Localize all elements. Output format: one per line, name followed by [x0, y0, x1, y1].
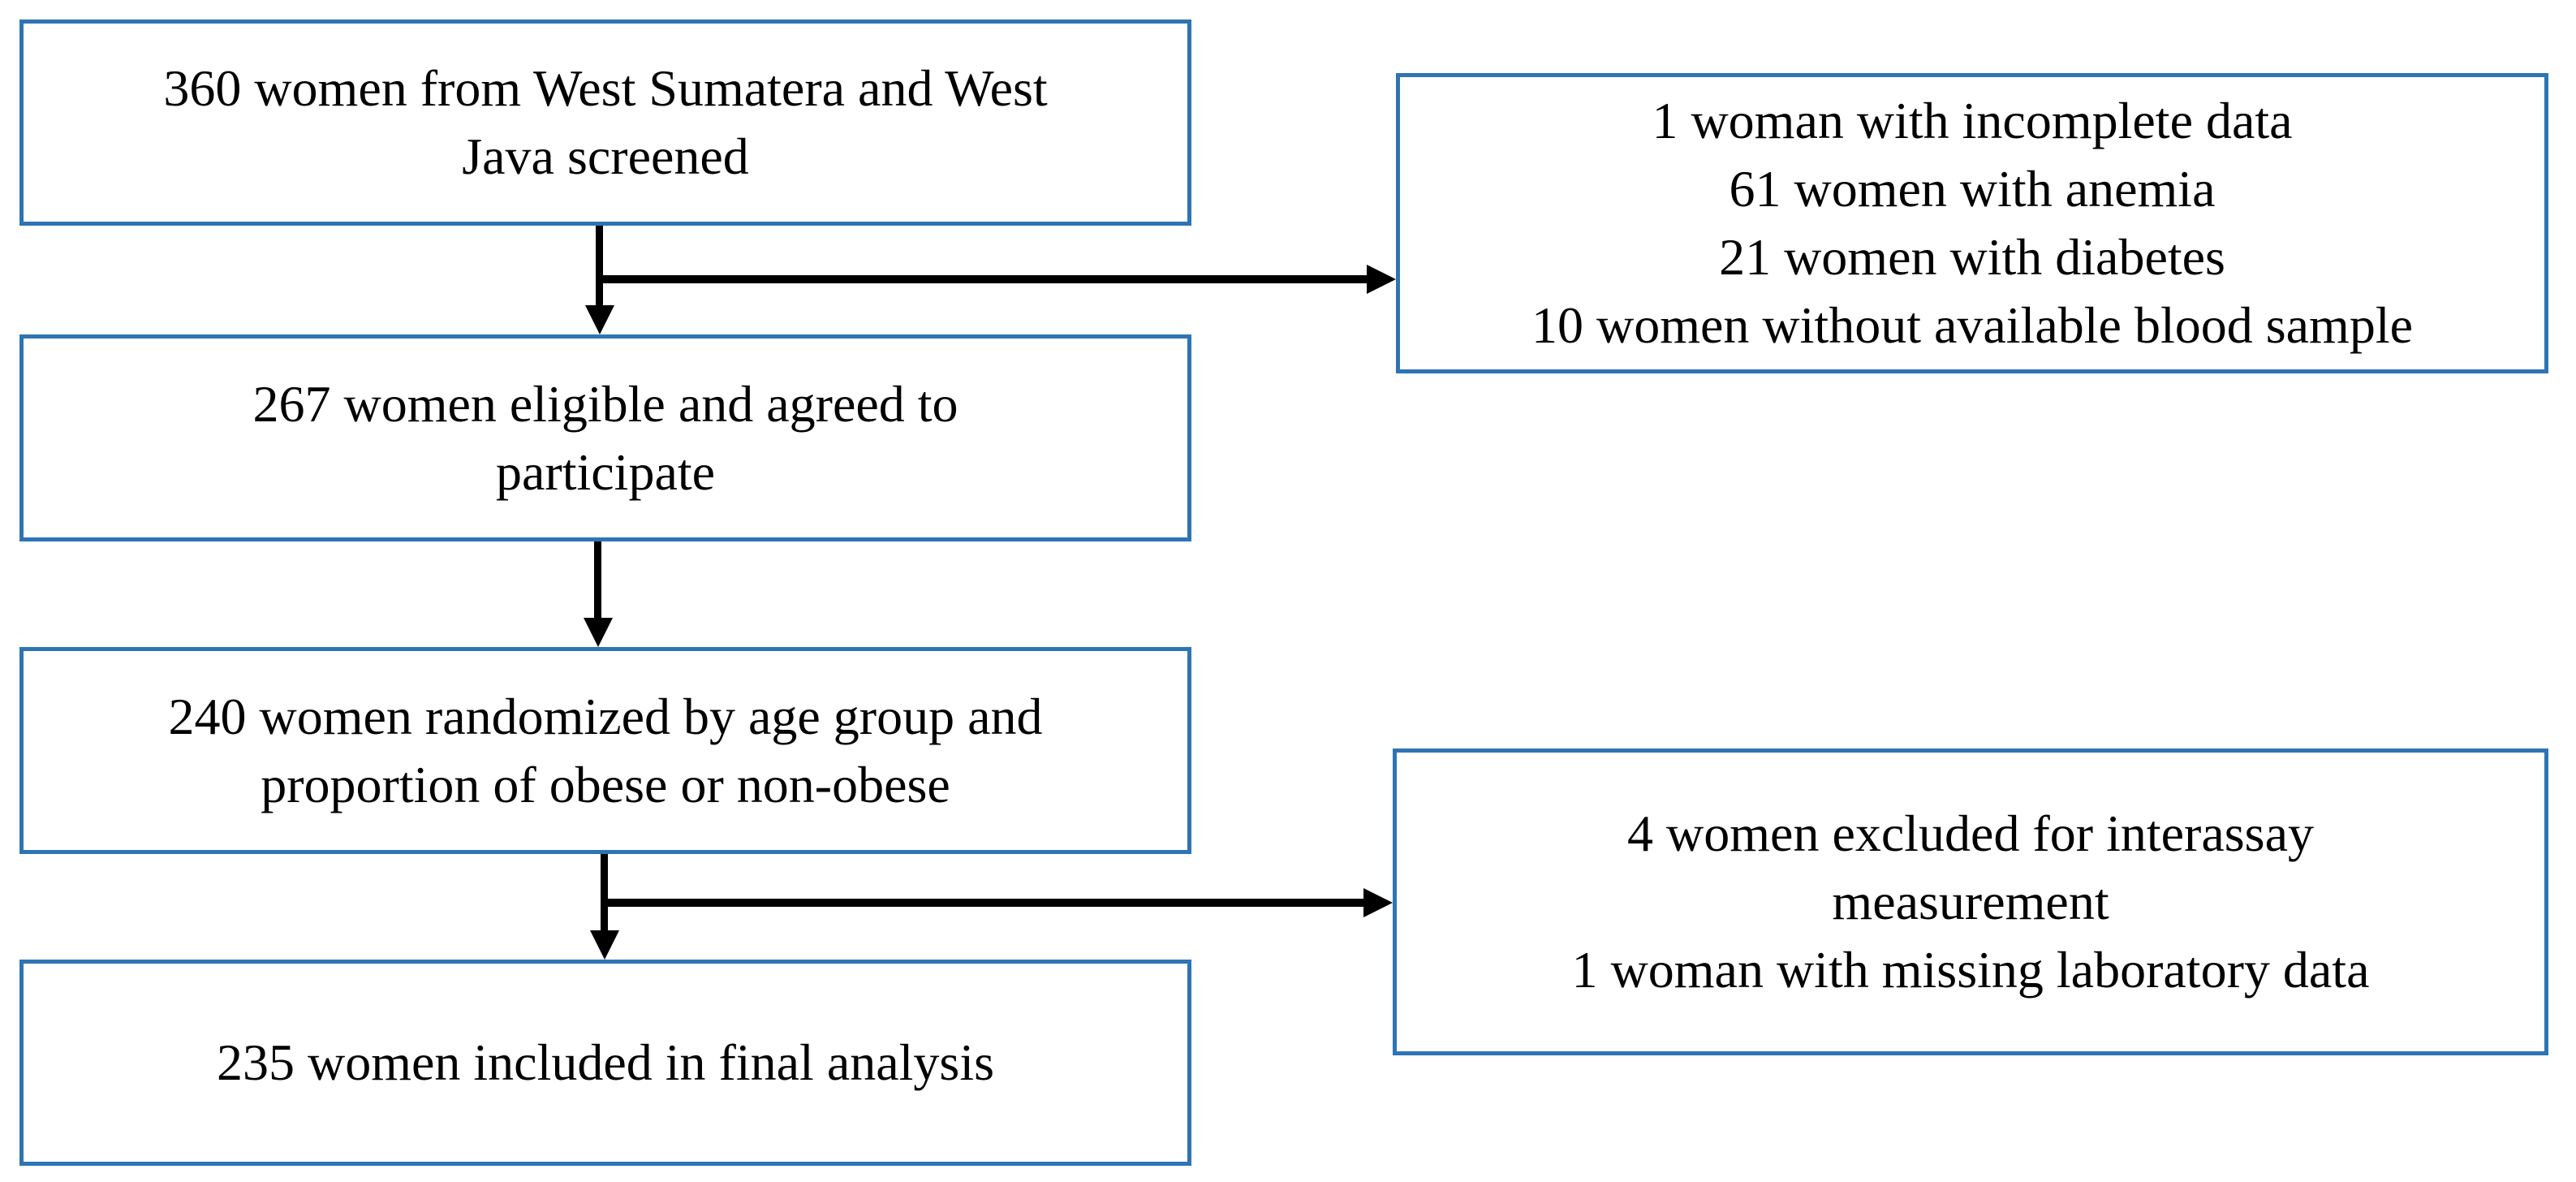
flow-box-eligible: 267 women eligible and agreed to partici… — [19, 334, 1191, 541]
flow-box-exclusions-1-line-2: 61 women with anemia — [1729, 160, 2216, 218]
flow-box-exclusions-2-line-1: 4 women excluded for interassay — [1627, 805, 2314, 863]
flow-box-eligible-line-1: 267 women eligible and agreed to — [252, 374, 958, 433]
right-arrowhead-1 — [1367, 265, 1396, 294]
down-arrowhead-1 — [585, 305, 614, 334]
flow-box-exclusions-2: 4 women excluded for interassay measurem… — [1393, 748, 2548, 1055]
flow-box-randomized-line-1: 240 women randomized by age group and — [168, 687, 1043, 745]
flow-box-randomized: 240 women randomized by age group and pr… — [19, 647, 1191, 854]
horizontal-arrow-shaft-1 — [600, 275, 1370, 283]
down-arrowhead-3 — [590, 930, 619, 960]
flow-box-exclusions-1-line-3: 21 women with diabetes — [1719, 228, 2225, 286]
flow-box-exclusions-1-line-1: 1 woman with incomplete data — [1652, 92, 2293, 150]
flow-box-exclusions-2-line-2: measurement — [1832, 873, 2109, 931]
vertical-arrow-shaft-2 — [594, 541, 601, 619]
horizontal-arrow-shaft-2 — [605, 899, 1367, 907]
down-arrowhead-2 — [584, 618, 613, 647]
vertical-arrow-shaft-1 — [596, 226, 603, 308]
flow-box-final: 235 women included in final analysis — [19, 960, 1191, 1166]
vertical-arrow-shaft-3 — [601, 854, 608, 932]
flow-box-screened-line-2: Java screened — [462, 127, 749, 185]
flow-box-exclusions-2-line-3: 1 woman with missing laboratory data — [1571, 940, 2370, 999]
right-arrowhead-2 — [1363, 888, 1393, 917]
flow-box-randomized-line-2: proportion of obese or non-obese — [261, 755, 950, 813]
flow-box-screened: 360 women from West Sumatera and West Ja… — [19, 19, 1191, 226]
flow-box-exclusions-1-line-4: 10 women without available blood sample — [1531, 296, 2413, 354]
flow-box-screened-line-1: 360 women from West Sumatera and West — [163, 59, 1048, 118]
flow-box-eligible-line-2: participate — [495, 442, 716, 501]
flow-box-final-line-1: 235 women included in final analysis — [216, 1033, 995, 1092]
flow-box-exclusions-1: 1 woman with incomplete data 61 women wi… — [1396, 73, 2548, 373]
